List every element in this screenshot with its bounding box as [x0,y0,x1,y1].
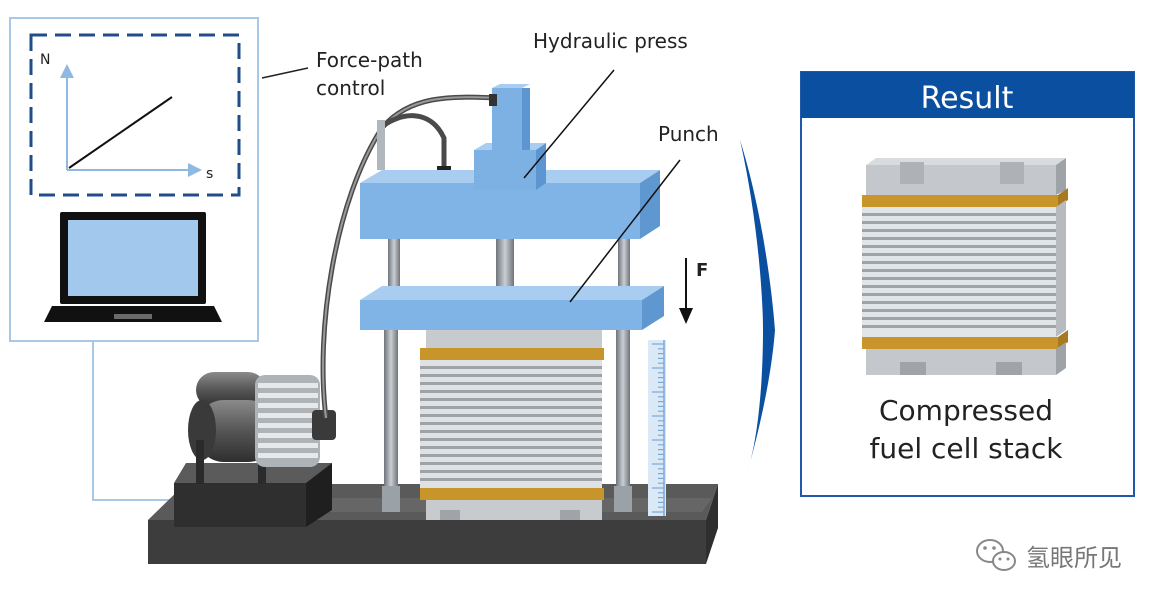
result-caption-line1: Compressed [879,394,1053,427]
gear-housing [255,375,336,467]
force-path-leader [261,67,309,79]
wechat-icon [976,539,1016,571]
result-panel: Result [800,71,1135,497]
control-panel: N s [9,17,259,342]
result-caption-line2: fuel cell stack [870,432,1064,465]
result-header [801,72,1134,118]
press-top-beam [360,170,660,239]
hydraulic-press-label: Hydraulic press [533,29,688,53]
punch-leader [569,159,681,303]
force-path-graph-frame [29,33,241,197]
measurement-ruler [648,340,666,516]
force-path-line [68,96,173,169]
compressed-stack [862,158,1068,375]
force-path-graph: N s [40,52,213,182]
hydraulic-hose-inner [322,96,499,419]
motor-unit [174,372,336,527]
force-arrow [679,258,693,324]
result-title: Result [921,81,1014,116]
chevron-right-icon [740,140,775,470]
laptop-icon [44,212,222,322]
punch-label: Punch [658,122,719,146]
force-label: F [696,260,708,281]
guide-rods [382,239,632,512]
axis-n-label: N [40,52,50,68]
sensor-cable [378,113,447,170]
hydraulic-press-leader [523,69,615,179]
hydraulic-cylinder [474,84,546,190]
control-cable [92,341,175,501]
axis-s-label: s [206,166,213,182]
punch-plate [360,286,664,330]
force-path-label-line1: Force-path [316,48,423,72]
fuel-cell-stack-press [420,330,604,520]
force-path-label-line2: control [316,76,385,100]
watermark-text: 氢眼所见 [1026,544,1122,572]
